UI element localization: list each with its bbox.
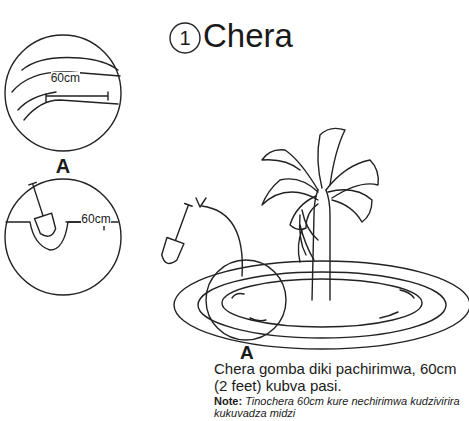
- callout-circle: 60cm: [4, 178, 122, 296]
- curved-arrow: [202, 206, 242, 276]
- dimension-label: 60cm: [51, 72, 80, 85]
- outer-ring: [174, 261, 469, 349]
- trench-inner: [222, 279, 422, 327]
- instruction-text: Chera gomba diki pachirimwa, 60cm (2 fee…: [214, 360, 464, 394]
- note-text: Tinochera 60cm kure nechirimwa kudziviri…: [214, 395, 460, 419]
- bottom-callout-detail: [6, 181, 118, 250]
- shovel: [159, 202, 197, 266]
- top-callout-detail: [12, 58, 120, 121]
- circle-outline: [4, 178, 122, 296]
- note-heading: Note:: [214, 395, 242, 407]
- trench-outer: [198, 272, 446, 338]
- trench-bumps: [232, 290, 414, 321]
- title: Chera: [203, 16, 293, 56]
- note-block: Note: Tinochera 60cm kure nechirimwa kud…: [214, 395, 466, 419]
- banana-plant: [262, 128, 378, 300]
- callout-letter: A: [56, 155, 70, 177]
- step-number: 1: [179, 27, 190, 49]
- dimension-label: 60cm: [81, 213, 110, 226]
- step-number-circle: 1: [169, 22, 201, 54]
- callout-circle: 60cmA: [4, 34, 122, 152]
- circle-outline: [4, 34, 122, 152]
- detail-circle: [206, 260, 286, 340]
- arrow-head: [196, 198, 206, 207]
